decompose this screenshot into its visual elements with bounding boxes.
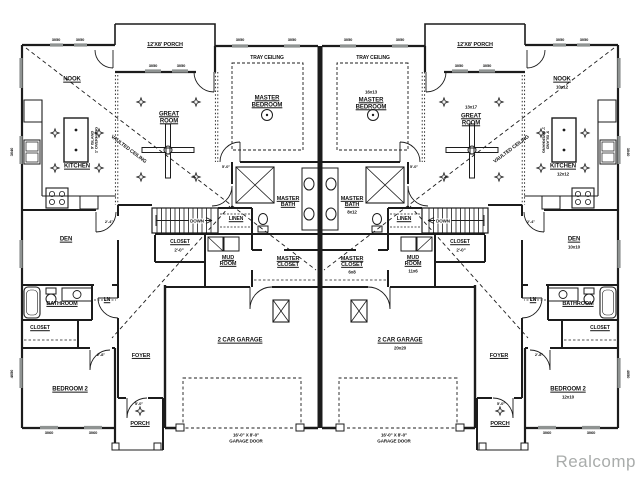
mud-room-left-label: MUD ROOM [219, 254, 237, 267]
bathroom-right-label: BATHROOM [562, 300, 594, 307]
linen-closet-left-label: LN [103, 297, 111, 304]
door-dim: 2'-8" [534, 351, 544, 357]
stairs-down-left-label: DOWN [189, 218, 205, 224]
window-tag: 3050 [75, 36, 85, 42]
door-dim: 2'-4" [104, 218, 114, 224]
den-left-label: DEN [59, 236, 73, 243]
door-dim: 2'-8" [96, 351, 106, 357]
tray-ceiling-left-label: TRAY CEILING [250, 55, 284, 62]
mud-room-right-label: MUD ROOM [404, 254, 422, 267]
porch-top-left-label: 12'X8' PORCH [147, 41, 183, 48]
bed-closet-left-label: CLOSET [30, 325, 50, 332]
master-bath-right-label: MASTER BATH [340, 195, 364, 208]
stairs-down-right-label: DOWN [435, 218, 451, 224]
tray-ceiling-right-label: TRAY CEILING [356, 55, 390, 62]
porch-top-right-label: 12'X8' PORCH [457, 41, 493, 48]
garage-right-dim: 20x20 [393, 345, 407, 351]
master-closet-right-label: MASTER CLOSET [340, 255, 364, 268]
window-tag: 3050 [51, 36, 61, 42]
garage-door-left-label: GARAGE DOOR [229, 438, 263, 444]
window-tag: 4050 [626, 369, 632, 379]
window-tag: 3060 [586, 429, 596, 435]
mud-room-right-dim: 11x6 [408, 268, 418, 274]
kitchen-left-label: KITCHEN [64, 163, 90, 170]
window-tag: 3050 [176, 62, 186, 68]
bathroom-left-label: BATHROOM [46, 300, 78, 307]
master-bedroom-right-label: MASTER BEDROOM [355, 97, 387, 110]
nook-right-dim: 10x12 [555, 84, 569, 90]
porch-bottom-left-label: PORCH [130, 420, 150, 427]
window-tag: 3050 [482, 62, 492, 68]
kitchen-right-label: KITCHEN [550, 163, 576, 170]
master-closet-right-dim: 6x8 [348, 269, 356, 275]
master-bath-left-label: MASTER BATH [276, 195, 300, 208]
great-room-right-dim: 13x17 [464, 104, 478, 110]
nook-right-label: NOOK [553, 76, 571, 83]
porch-bottom-right-label: PORCH [490, 420, 510, 427]
window-tag: 3050 [148, 62, 158, 68]
bedroom2-left-label: BEDROOM 2 [52, 386, 88, 393]
foyer-right-label: FOYER [489, 352, 509, 359]
door-dim: 5'-0" [221, 163, 231, 169]
garage-door-right-size: 16'-0" X 8'-0" [380, 432, 408, 438]
garage-left-label: 2 CAR GARAGE [217, 337, 263, 344]
bedroom2-right-label: BEDROOM 2 [550, 386, 586, 393]
stair-closet-right-label: CLOSET [450, 239, 470, 246]
linen-right-label: LINEN [396, 216, 412, 223]
window-tag: 3050 [454, 62, 464, 68]
foyer-left-label: FOYER [131, 352, 151, 359]
great-room-left-label: GREAT ROOM [158, 111, 180, 124]
den-right-label: DEN [567, 236, 581, 243]
window-tag: 3040 [626, 147, 632, 157]
window-tag: 3050 [235, 36, 245, 42]
garage-door-right-label: GARAGE DOOR [377, 438, 411, 444]
kitchen-right-dim: 12x12 [556, 171, 570, 177]
window-tag: 3060 [88, 429, 98, 435]
linen-closet-right-label: LN [529, 297, 537, 304]
garage-door-left-size: 16'-0" X 8'-0" [232, 432, 260, 438]
master-bedroom-right-dim: 16x13 [364, 89, 378, 95]
island-right-note: 9' ISLAND 1' OVERHANG [541, 126, 551, 154]
window-tag: 3050 [343, 36, 353, 42]
bedroom2-right-dim: 12x10 [561, 394, 575, 400]
door-dim: 5'-0" [496, 400, 506, 406]
nook-left-label: NOOK [63, 76, 81, 83]
linen-left-label: LINEN [228, 216, 244, 223]
window-tag: 3060 [542, 429, 552, 435]
island-left-note: 9' ISLAND 1' OVERHANG [89, 126, 99, 154]
window-tag: 4050 [8, 369, 14, 379]
window-tag: 3050 [579, 36, 589, 42]
stair-closet-left-dim: 2'-0" [174, 247, 184, 253]
window-tag: 3040 [8, 147, 14, 157]
door-dim: 5'-0" [134, 400, 144, 406]
window-tag: 3060 [44, 429, 54, 435]
window-tag: 3050 [287, 36, 297, 42]
den-right-dim: 10x10 [567, 244, 581, 250]
bed-closet-right-label: CLOSET [590, 325, 610, 332]
window-tag: 3050 [395, 36, 405, 42]
garage-right-label: 2 CAR GARAGE [377, 337, 423, 344]
window-tag: 3050 [555, 36, 565, 42]
master-bath-right-dim: 8x12 [347, 209, 357, 215]
stair-closet-left-label: CLOSET [170, 239, 190, 246]
master-bedroom-left-label: MASTER BEDROOM [251, 95, 283, 108]
great-room-right-label: GREAT ROOM [460, 113, 482, 126]
door-dim: 5'-0" [409, 163, 419, 169]
stair-closet-right-dim: 2'-0" [456, 247, 466, 253]
realcomp-watermark: Realcomp [555, 452, 636, 471]
master-closet-left-label: MASTER CLOSET [276, 255, 300, 268]
door-dim: 2'-4" [526, 218, 536, 224]
